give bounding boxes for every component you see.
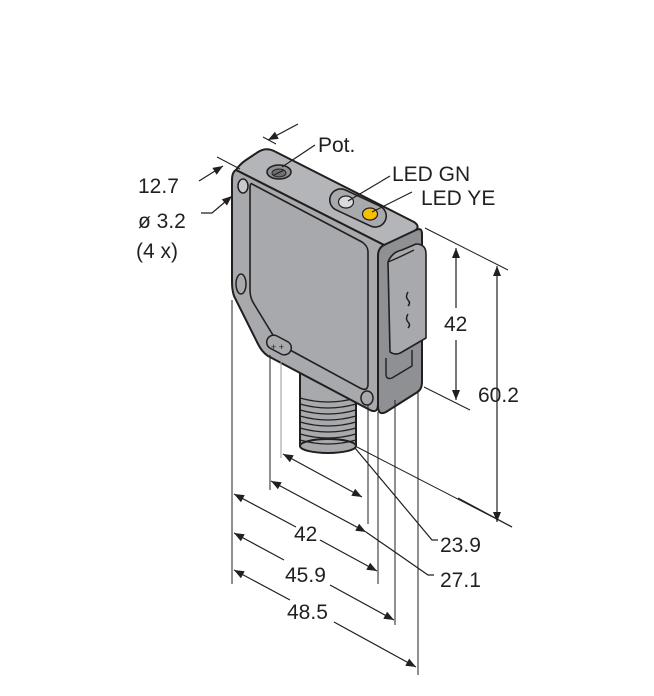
dim-width-3: 48.5 [287, 601, 328, 624]
dim-width-1: 42 [294, 523, 317, 546]
dim-depth-1: 23.9 [440, 534, 481, 557]
svg-text:+ +: + + [271, 342, 284, 352]
label-hole-depth: 12.7 [138, 175, 179, 198]
mounting-hole-top-left [237, 178, 249, 194]
potentiometer [266, 164, 292, 180]
label-pot: Pot. [318, 134, 355, 157]
dim-height-inner: 42 [444, 313, 467, 336]
sensor-housing: + + [231, 148, 427, 454]
dim-height-total: 60.2 [478, 384, 519, 407]
label-hole-count: (4 x) [136, 240, 178, 263]
dim-width-2: 45.9 [285, 564, 326, 587]
label-led-ye: LED YE [421, 187, 495, 210]
mounting-hole-bottom-right [360, 390, 374, 406]
label-led-gn: LED GN [392, 163, 470, 186]
dimension-lines [198, 123, 513, 668]
labels: Pot. LED GN LED YE 12.7 ø 3.2 (4 x) 42 6… [136, 134, 519, 624]
polarity-slot: + + [265, 334, 293, 356]
mounting-hole-left [235, 273, 247, 295]
front-face [231, 169, 385, 413]
led-green [337, 195, 355, 209]
label-hole-diameter: ø 3.2 [138, 210, 186, 233]
mounting-bracket [385, 243, 427, 380]
dim-depth-2: 27.1 [440, 569, 481, 592]
